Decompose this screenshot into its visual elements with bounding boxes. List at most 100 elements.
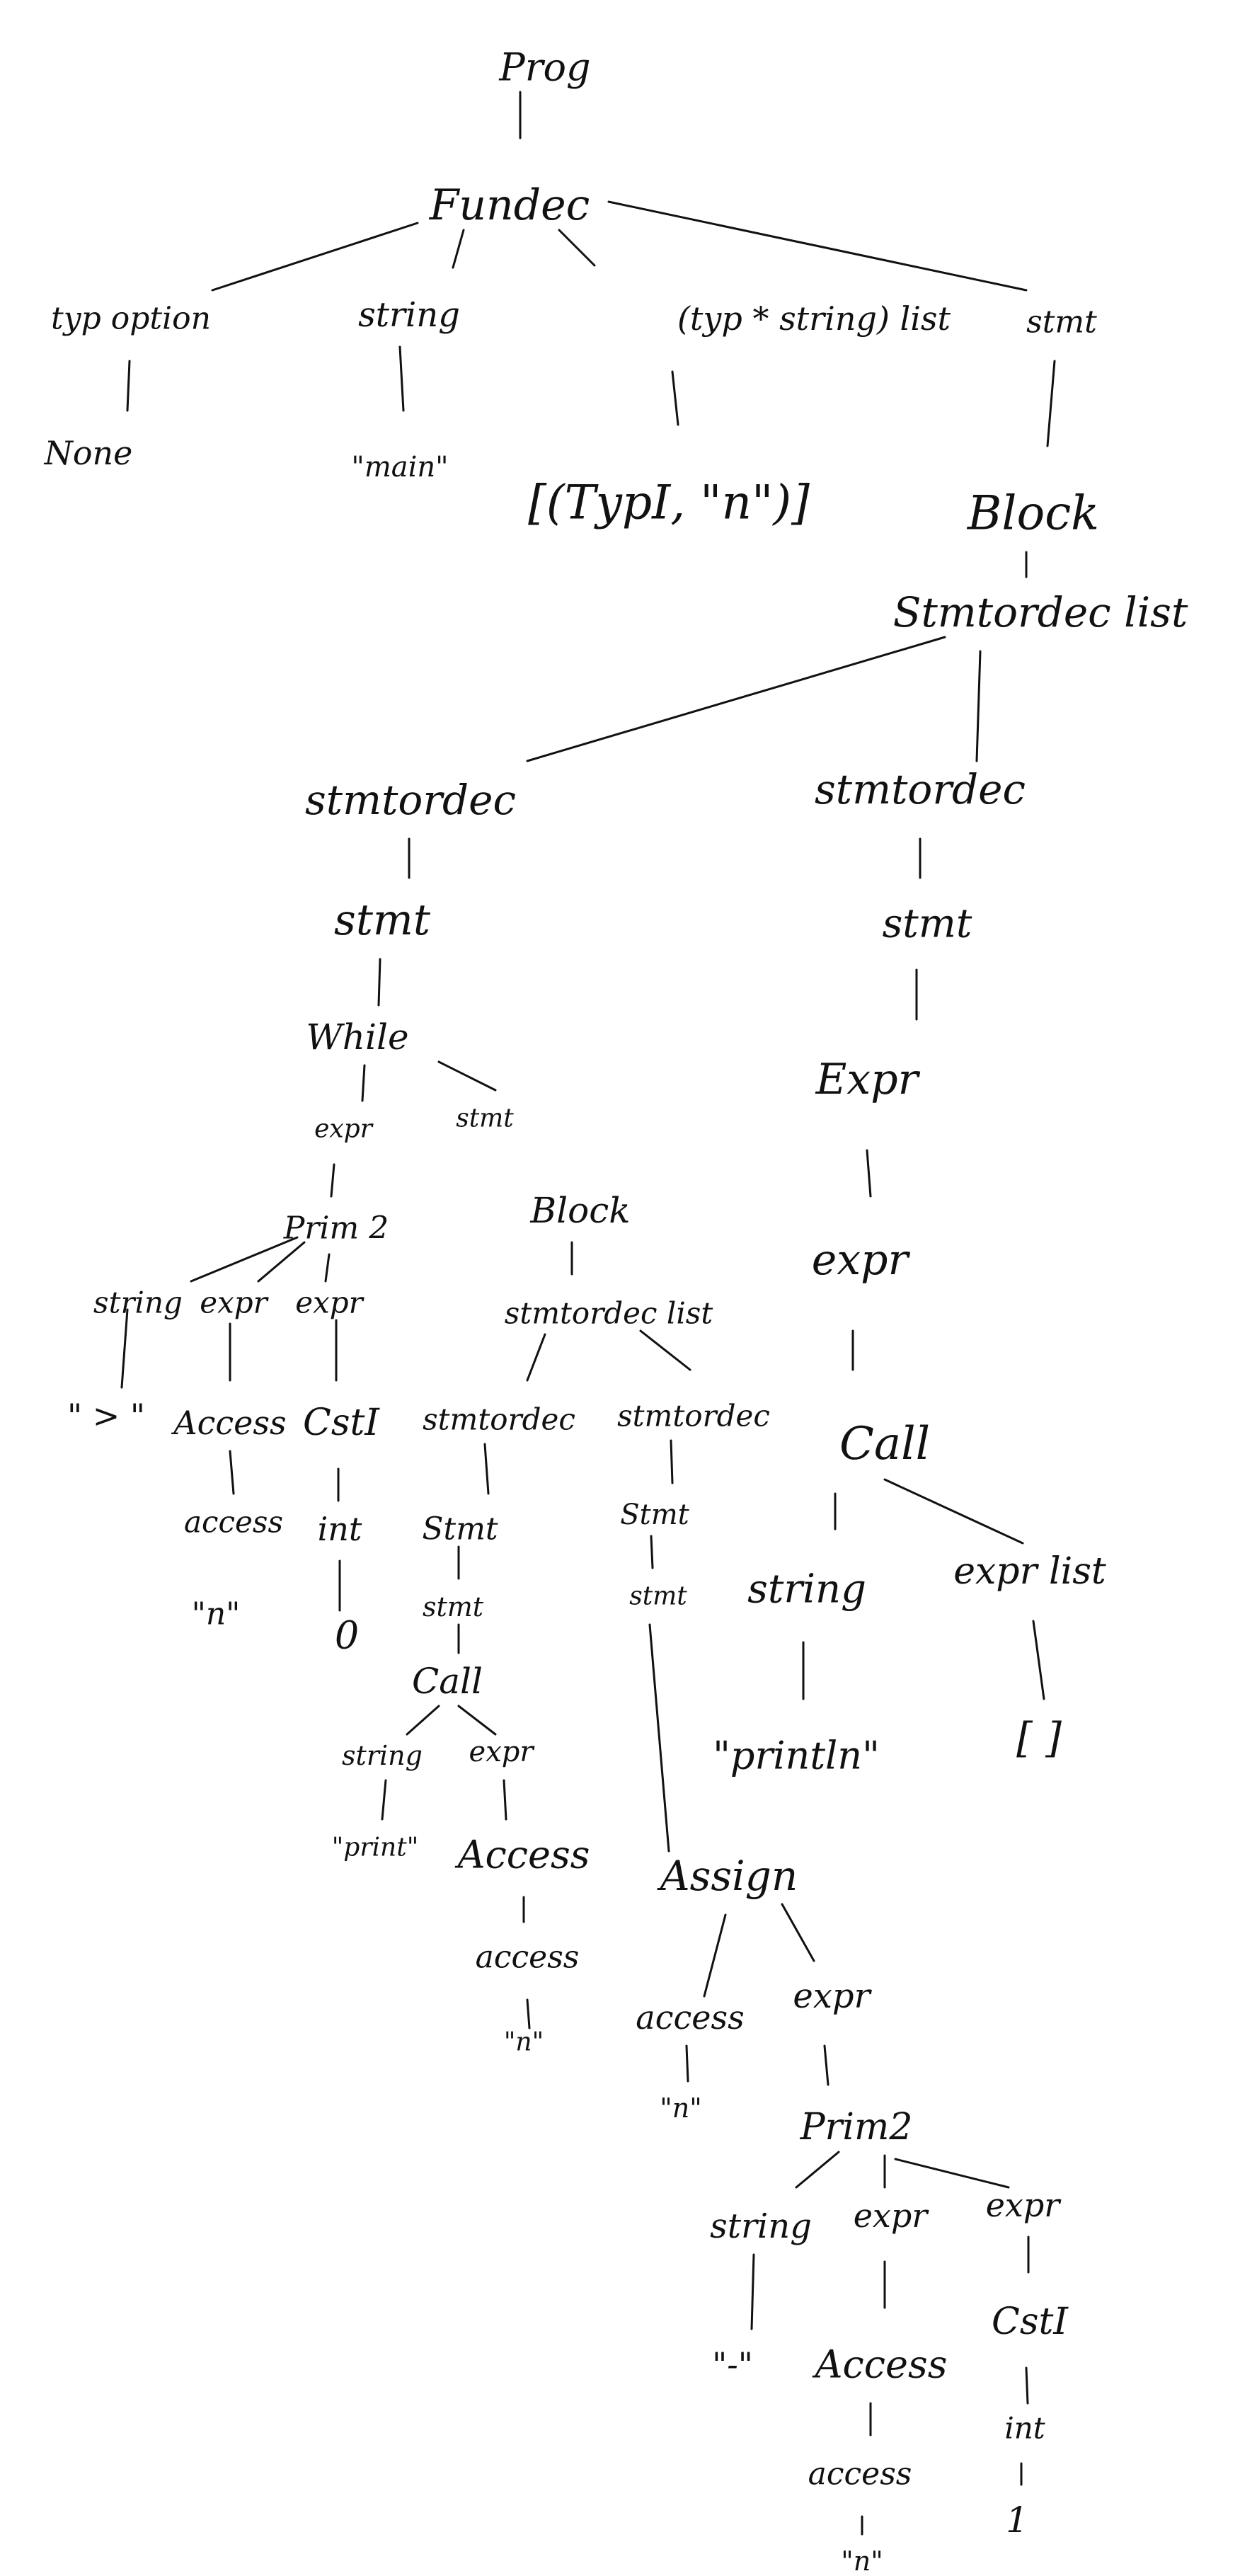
node-stmt-capital: Stmt [422,1511,498,1547]
node-stmt: stmt [423,1591,484,1622]
edge [883,1478,1024,1545]
node-access: access [636,1998,744,2037]
edge [457,1705,497,1736]
node-access: access [184,1505,283,1540]
node-int: int [1004,2411,1045,2446]
node-println-literal: "println" [713,1734,880,1778]
node-n-literal: "n" [504,2028,544,2057]
node-string: string [710,2206,812,2246]
edge [750,2253,755,2330]
node-while-expr: expr [314,1115,374,1144]
edge [558,229,596,267]
edge [607,200,1028,292]
edge [671,370,679,426]
edge [685,2044,689,2083]
node-expr: expr [295,1286,364,1320]
edge [526,1333,546,1382]
node-int: int [318,1510,362,1548]
node-stmtordec: stmtordec [305,776,516,824]
node-while: While [306,1017,408,1058]
edge [1025,2366,1029,2405]
node-one: 1 [1006,2500,1028,2541]
edge [894,2158,1010,2189]
edge [866,1149,872,1198]
node-while-stmt: stmt [456,1104,514,1133]
node-expr-capital: Expr [815,1055,921,1104]
edge [406,1705,440,1736]
node-stmt-capital: Stmt [620,1499,689,1531]
node-access: access [476,1940,580,1976]
edge [361,1064,366,1102]
node-stmt: stmt [334,895,431,945]
node-params-value: [(TypI, "n")] [528,476,810,530]
node-string: string [747,1567,866,1613]
edge [975,650,982,762]
node-stmtordec: stmtordec [815,765,1026,813]
node-string: string [342,1740,423,1771]
edge [211,222,419,292]
edge [120,1308,129,1389]
node-access: Access [454,1833,590,1877]
node-expr: expr [200,1286,269,1320]
node-block: Block [967,486,1099,541]
node-main-literal: "main" [351,451,448,483]
node-prog: Prog [498,45,590,90]
node-typ-option: typ option [51,301,211,337]
node-string: string [93,1286,183,1320]
edge [703,1913,727,1998]
node-call: Call [839,1418,930,1470]
edge [381,1779,387,1821]
node-stmtordec: stmtordec [617,1399,770,1433]
node-access: Access [812,2342,948,2387]
node-prim2: Prim2 [800,2106,913,2148]
edge [398,345,405,412]
edge [648,1623,670,1853]
node-access: access [808,2456,912,2492]
tree-labels: Prog Fundec typ option string (typ * str… [44,45,1188,2576]
edge [650,1535,654,1569]
node-assign: Assign [657,1852,798,1900]
edge [526,636,946,762]
node-stmt: stmt [629,1582,687,1611]
node-expr: expr [986,2186,1062,2224]
node-gt-literal: " > " [67,1397,145,1435]
edge [452,229,465,269]
node-expr: expr [469,1736,536,1768]
edge [795,2151,840,2189]
edge [437,1060,497,1092]
node-expr: expr [812,1235,911,1285]
node-zero: 0 [335,1613,359,1658]
node-params-type: (typ * string) list [677,299,951,338]
edge [503,1779,507,1821]
node-csti: CstI [992,2301,1069,2343]
edge [526,1998,531,2030]
edge [781,1903,815,1962]
edge [823,2044,829,2086]
node-stmtordec-list: stmtordec list [505,1296,713,1331]
edge [229,1450,235,1495]
edge [1046,360,1056,447]
node-stmtordec-list: Stmtordec list [893,588,1188,636]
node-access: Access [171,1404,286,1442]
edge [670,1439,674,1484]
edge [190,1236,299,1283]
edge [126,360,131,412]
node-call: Call [412,1661,483,1702]
edge [257,1241,306,1283]
node-stmt: stmt [1026,304,1097,340]
node-expr-list: expr list [953,1550,1106,1593]
node-none: None [44,434,133,472]
node-print-literal: "print" [332,1833,419,1862]
node-expr: expr [793,1976,872,2016]
edge [483,1443,490,1495]
edge [324,1253,331,1283]
node-n-literal: "n" [192,1596,241,1632]
node-empty-list: [ ] [1016,1714,1062,1762]
edge [377,958,381,1007]
tree-edges [120,91,1056,2536]
node-n-literal: "n" [841,2546,883,2576]
node-prim2: Prim 2 [283,1210,389,1247]
node-stmt: stmt [883,901,972,947]
edge [330,1163,335,1198]
